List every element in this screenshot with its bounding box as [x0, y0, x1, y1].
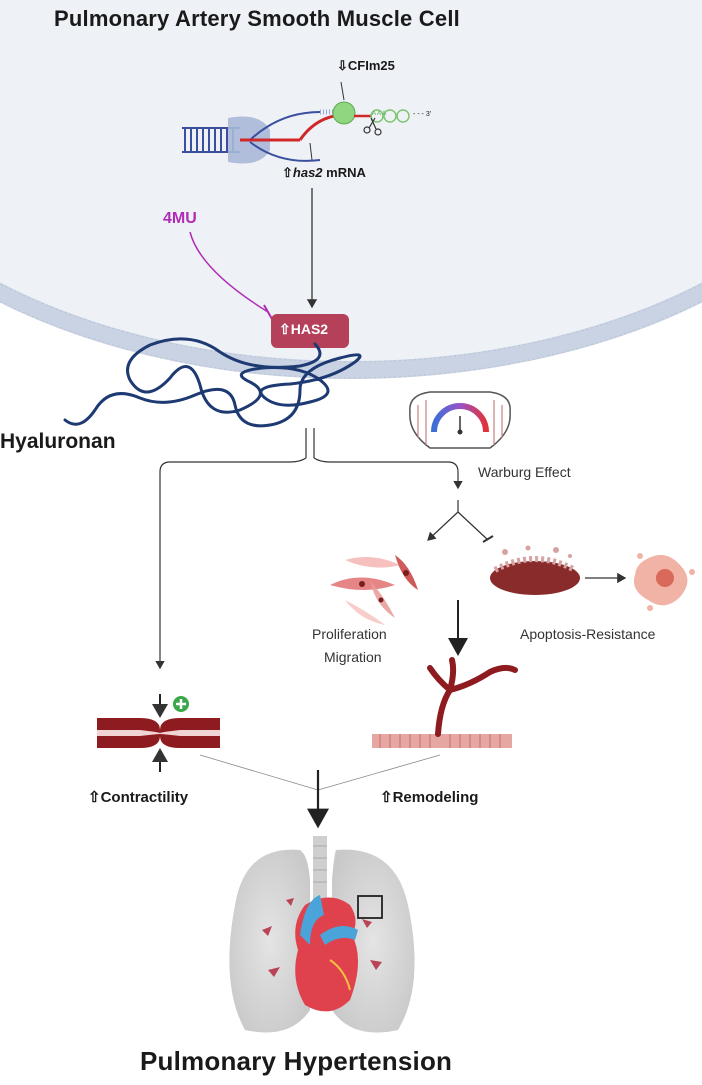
mitochondrion-icon	[490, 545, 580, 595]
hyaluronan-chain-icon	[63, 337, 362, 428]
contractility-label: ⇧Contractility	[88, 789, 189, 806]
dna-icon	[182, 111, 321, 164]
cleavage-scissors-icon	[363, 117, 382, 136]
plus-icon	[173, 696, 189, 712]
poly-a-tail-label: A A A	[372, 111, 387, 117]
inhibition-line-4mu	[189, 231, 269, 313]
has2-gene-name: has2	[292, 165, 323, 180]
remodeling-label: ⇧Remodeling	[380, 789, 479, 806]
inhibitor-4mu-label: 4MU	[163, 210, 197, 227]
converge-lines	[199, 754, 441, 791]
proliferation-label: Proliferation	[312, 626, 387, 642]
cell-body	[0, 0, 702, 379]
has2-box-label: ⇧HAS2	[279, 321, 329, 337]
up-arrow-icon: ⇧	[282, 165, 293, 180]
footer-title: Pulmonary Hypertension	[140, 1046, 453, 1076]
apoptotic-cell-icon	[633, 553, 695, 611]
migration-label: Migration	[324, 649, 382, 665]
diagram-title: Pulmonary Artery Smooth Muscle Cell	[54, 6, 460, 31]
warburg-effect-label: Warburg Effect	[478, 464, 571, 480]
fork-connector	[427, 500, 494, 543]
cells-icon	[330, 555, 418, 625]
cfim25-pointer	[340, 81, 345, 101]
branch-connector	[155, 428, 463, 670]
has2-mrna-pointer	[309, 142, 313, 161]
mrna-strand-icon	[298, 101, 410, 141]
three-prime-label: - - - 3'	[413, 111, 432, 118]
constricted-vessel-icon	[97, 694, 220, 772]
hyaluronan-label: Hyaluronan	[0, 430, 116, 453]
cfim25-label: ⇩CFIm25	[337, 58, 395, 73]
has2-mrna-label: ⇧has2 mRNA	[282, 165, 366, 181]
remodeled-vessel-icon	[372, 657, 518, 748]
inhibition-bar-icon	[263, 304, 273, 320]
mitochondrion-gauge-icon	[409, 391, 511, 449]
lungs-heart-icon	[229, 836, 415, 1033]
mrna-suffix: mRNA	[322, 165, 366, 180]
apoptosis-resistance-label: Apoptosis-Resistance	[520, 626, 656, 642]
has2-box	[271, 314, 349, 348]
